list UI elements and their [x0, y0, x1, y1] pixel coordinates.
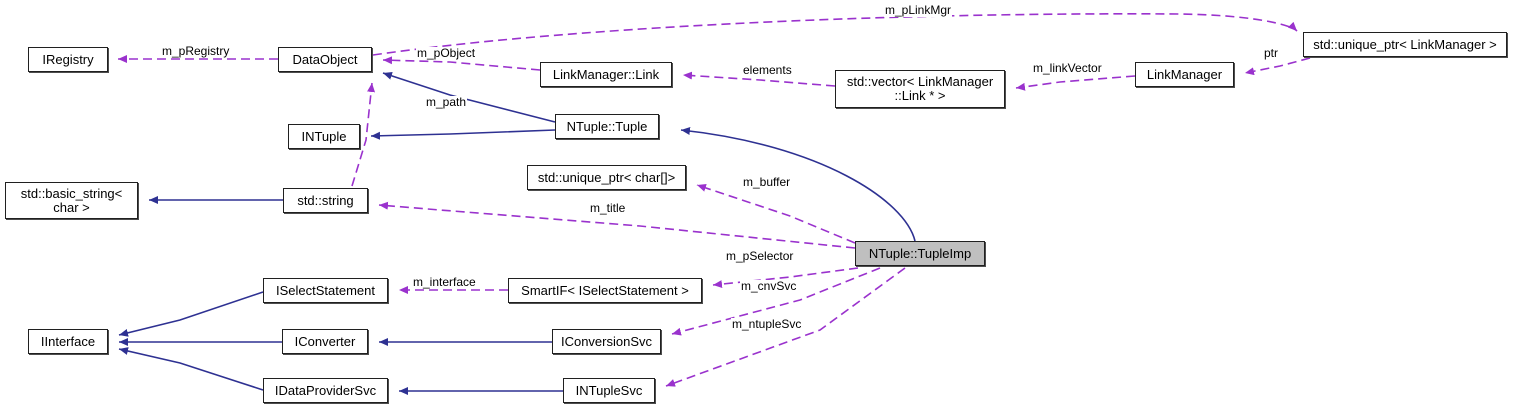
edge-label-m_interface: m_interface	[412, 275, 477, 289]
class-node-idataprov[interactable]: IDataProviderSvc	[263, 378, 388, 403]
edge-inherit-idataprov-iinterface	[118, 347, 264, 391]
class-node-iinterface[interactable]: IInterface	[28, 329, 108, 354]
class-node-linkmanager[interactable]: LinkManager	[1135, 62, 1234, 87]
class-node-iregistry[interactable]: IRegistry	[28, 47, 108, 72]
class-node-iconvsvc[interactable]: IConversionSvc	[552, 329, 661, 354]
edge-label-m_ntupleSvc: m_ntupleSvc	[731, 317, 803, 331]
class-node-iconverter[interactable]: IConverter	[282, 329, 368, 354]
edge-label-m_cnvSvc: m_cnvSvc	[740, 279, 798, 293]
class-node-uniqchar[interactable]: std::unique_ptr< char[]>	[527, 165, 686, 190]
edge-elements	[682, 71, 836, 87]
edge-label-m_path: m_path	[425, 95, 468, 109]
class-node-basicstring[interactable]: std::basic_string< char >	[5, 182, 138, 219]
class-node-intuple[interactable]: INTuple	[288, 124, 360, 149]
class-node-vectorlink[interactable]: std::vector< LinkManager ::Link * >	[835, 70, 1005, 108]
class-node-tupleimp[interactable]: NTuple::TupleImp	[855, 241, 985, 266]
edge-inherit-iselect-iinterface	[118, 291, 264, 337]
edge-m_path	[351, 82, 376, 187]
class-node-smartif[interactable]: SmartIF< ISelectStatement >	[508, 278, 702, 303]
edge-label-m_buffer: m_buffer	[742, 175, 792, 189]
edge-label-m_pRegistry: m_pRegistry	[161, 44, 231, 58]
class-node-intuplesvc[interactable]: INTupleSvc	[563, 378, 655, 403]
class-node-ntupletuple[interactable]: NTuple::Tuple	[555, 114, 659, 139]
edge-inherit-tupleimp-tuple	[680, 126, 916, 242]
edge-m_ntupleSvc	[665, 267, 906, 387]
edge-label-m_pSelector: m_pSelector	[725, 249, 795, 263]
edge-m_pObject	[382, 56, 541, 71]
edge-label-m_linkVector: m_linkVector	[1032, 61, 1103, 75]
edge-label-elements: elements	[742, 63, 793, 77]
edge-label-ptr: ptr	[1263, 46, 1280, 60]
edge-label-m_title: m_title	[589, 201, 627, 215]
edge-m_buffer	[696, 184, 856, 244]
class-node-uniqlm[interactable]: std::unique_ptr< LinkManager >	[1303, 32, 1507, 57]
class-node-dataobject[interactable]: DataObject	[278, 47, 372, 72]
class-node-stdstring[interactable]: std::string	[283, 188, 368, 213]
edge-label-m_pObject: m_pObject	[416, 46, 477, 60]
edge-m_linkVector	[1015, 75, 1136, 91]
edge-m_pSelector	[712, 267, 859, 289]
edge-m_title	[378, 201, 856, 249]
edge-ptr	[1244, 57, 1311, 76]
edge-m_cnvSvc	[671, 267, 881, 336]
edge-label-m_pLinkMgr: m_pLinkMgr	[884, 3, 953, 17]
class-node-iselect[interactable]: ISelectStatement	[263, 278, 388, 303]
class-node-lmlink[interactable]: LinkManager::Link	[540, 62, 672, 87]
edge-m_pLinkMgr	[372, 13, 1298, 56]
edge-inherit-tuple-dataobject	[382, 72, 556, 123]
edge-inherit-tuple-intuple	[370, 129, 556, 140]
